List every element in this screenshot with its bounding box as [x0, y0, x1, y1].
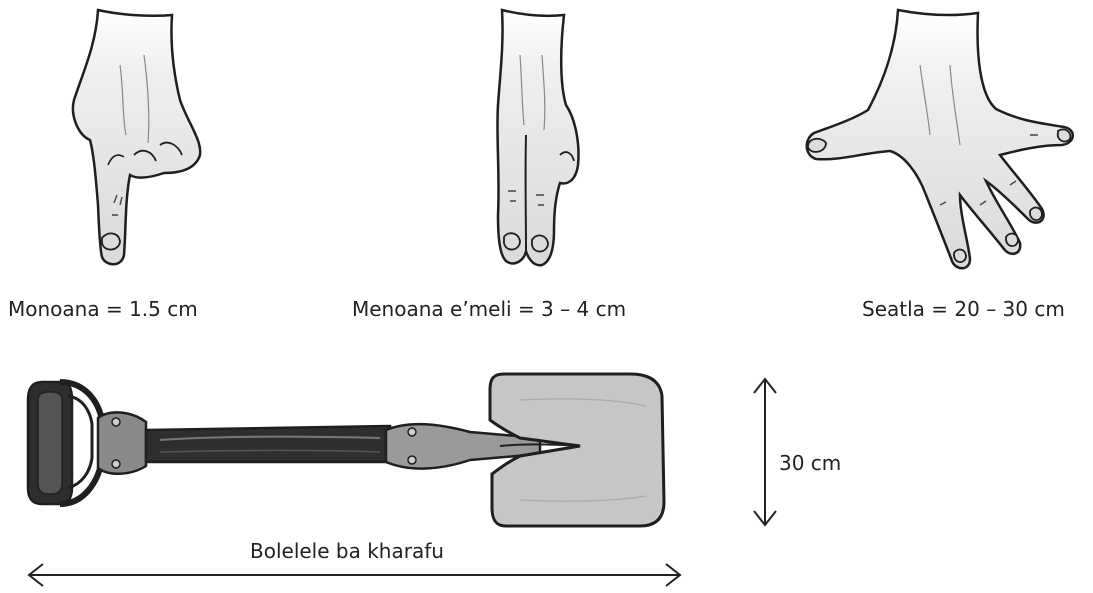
one-finger-illustration: [60, 5, 220, 275]
two-fingers-illustration: [480, 5, 620, 275]
height-arrow: [750, 375, 780, 530]
length-arrow: [25, 560, 685, 590]
hand-span-caption: Seatla = 20 – 30 cm: [862, 297, 1065, 321]
spade-height-label: 30 cm: [779, 451, 841, 475]
two-fingers-caption: Menoana e’meli = 3 – 4 cm: [352, 297, 626, 321]
spade-length-label: Bolelele ba kharafu: [250, 539, 444, 563]
hand-span-illustration: [800, 5, 1085, 275]
spade-illustration: [20, 370, 700, 535]
one-finger-caption: Monoana = 1.5 cm: [8, 297, 198, 321]
